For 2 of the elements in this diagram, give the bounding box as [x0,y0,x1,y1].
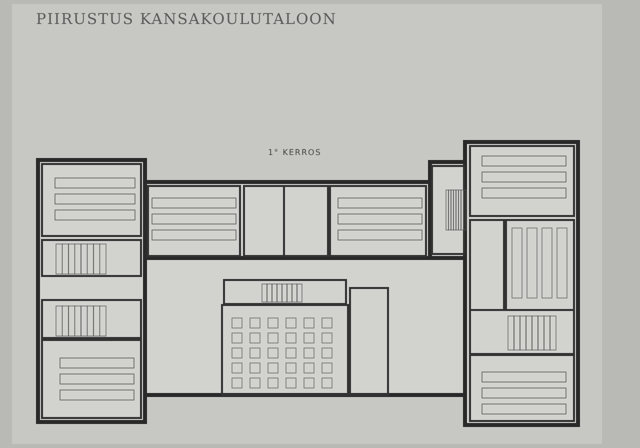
floor-label: 1° KERROS [268,148,322,157]
drawing-title: PIIRUSTUS KANSAKOULUTALOON [36,10,337,28]
